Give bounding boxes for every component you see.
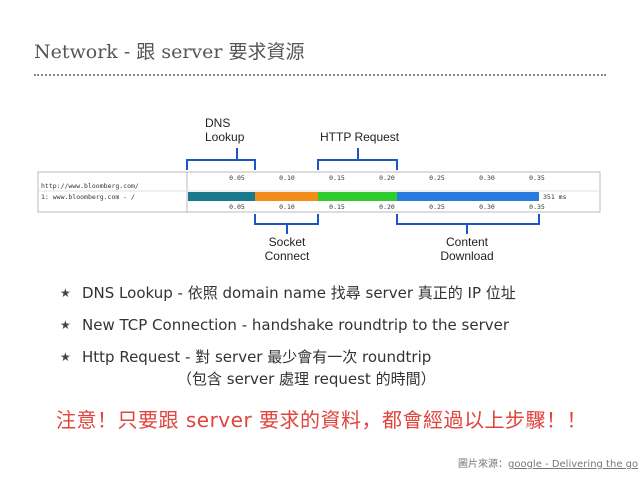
tick-bottom-2: 0.10 (279, 203, 295, 211)
warning-note: 注意！只要跟 server 要求的資料，都會經過以上步驟！！ (56, 408, 588, 432)
tick-top-5: 0.25 (429, 174, 445, 182)
tick-bottom-3: 0.15 (329, 203, 345, 211)
label-dns-line1: DNS (205, 116, 230, 130)
bracket-dns (186, 148, 256, 170)
bullet-list: ★ DNS Lookup - 依照 domain name 找尋 server … (60, 283, 620, 401)
bullet-lead: DNS Lookup (82, 284, 173, 302)
tick-bottom-4: 0.20 (379, 203, 395, 211)
label-socket-line1: Socket (269, 235, 306, 249)
bracket-content (396, 214, 540, 234)
star-icon: ★ (60, 350, 71, 364)
url-top: http://www.bloomberg.com/ (41, 182, 139, 190)
label-socket-line2: Connect (265, 249, 310, 263)
bullet-text: - handshake roundtrip to the server (236, 316, 510, 334)
tick-top-1: 0.05 (229, 174, 245, 182)
bullet-http-request: ★ Http Request - 對 server 最少會有一次 roundtr… (60, 347, 620, 389)
tick-bottom-7: 0.35 (529, 203, 545, 211)
segment-socket-connect (255, 192, 318, 201)
bullet-subtext: （包含 server 處理 request 的時間） (177, 370, 436, 388)
image-source: 圖片來源：google - Delivering the goods (458, 455, 638, 470)
tick-top-6: 0.30 (479, 174, 495, 182)
tick-bottom-5: 0.25 (429, 203, 445, 211)
bullet-dns-lookup: ★ DNS Lookup - 依照 domain name 找尋 server … (60, 283, 620, 303)
tick-top-4: 0.20 (379, 174, 395, 182)
tick-top-7: 0.35 (529, 174, 545, 182)
bullet-lead: New TCP Connection (82, 316, 237, 334)
segment-http-request (318, 192, 397, 201)
url-row: 1: www.bloomberg.com - / (41, 193, 135, 201)
bracket-http (317, 148, 398, 170)
tick-top-3: 0.15 (329, 174, 345, 182)
segment-dns-lookup (188, 192, 255, 201)
source-prefix: 圖片來源： (458, 459, 508, 470)
bullet-tcp-connection: ★ New TCP Connection - handshake roundtr… (60, 315, 620, 335)
star-icon: ★ (60, 318, 71, 332)
ticks-bottom: 0.05 0.10 0.15 0.20 0.25 0.30 0.35 (229, 203, 545, 211)
star-icon: ★ (60, 286, 71, 300)
tick-top-2: 0.10 (279, 174, 295, 182)
source-link[interactable]: google - Delivering the goods (508, 459, 638, 470)
title-divider (34, 74, 606, 76)
label-dns-line2: Lookup (205, 130, 245, 144)
segment-content-download (397, 192, 539, 201)
tick-bottom-1: 0.05 (229, 203, 245, 211)
ticks-top: 0.05 0.10 0.15 0.20 0.25 0.30 0.35 (229, 174, 545, 182)
bullet-text: - 依照 domain name 找尋 server 真正的 IP 位址 (172, 284, 516, 302)
label-http-request: HTTP Request (320, 130, 400, 144)
total-time: 351 ms (543, 193, 567, 201)
tick-bottom-6: 0.30 (479, 203, 495, 211)
bullet-text: - 對 server 最少會有一次 roundtrip (180, 348, 432, 366)
slide-title: Network - 跟 server 要求資源 (34, 41, 305, 63)
label-content-line2: Download (440, 249, 493, 263)
bullet-lead: Http Request (82, 348, 181, 366)
bracket-socket (254, 214, 319, 234)
label-content-line1: Content (446, 235, 489, 249)
